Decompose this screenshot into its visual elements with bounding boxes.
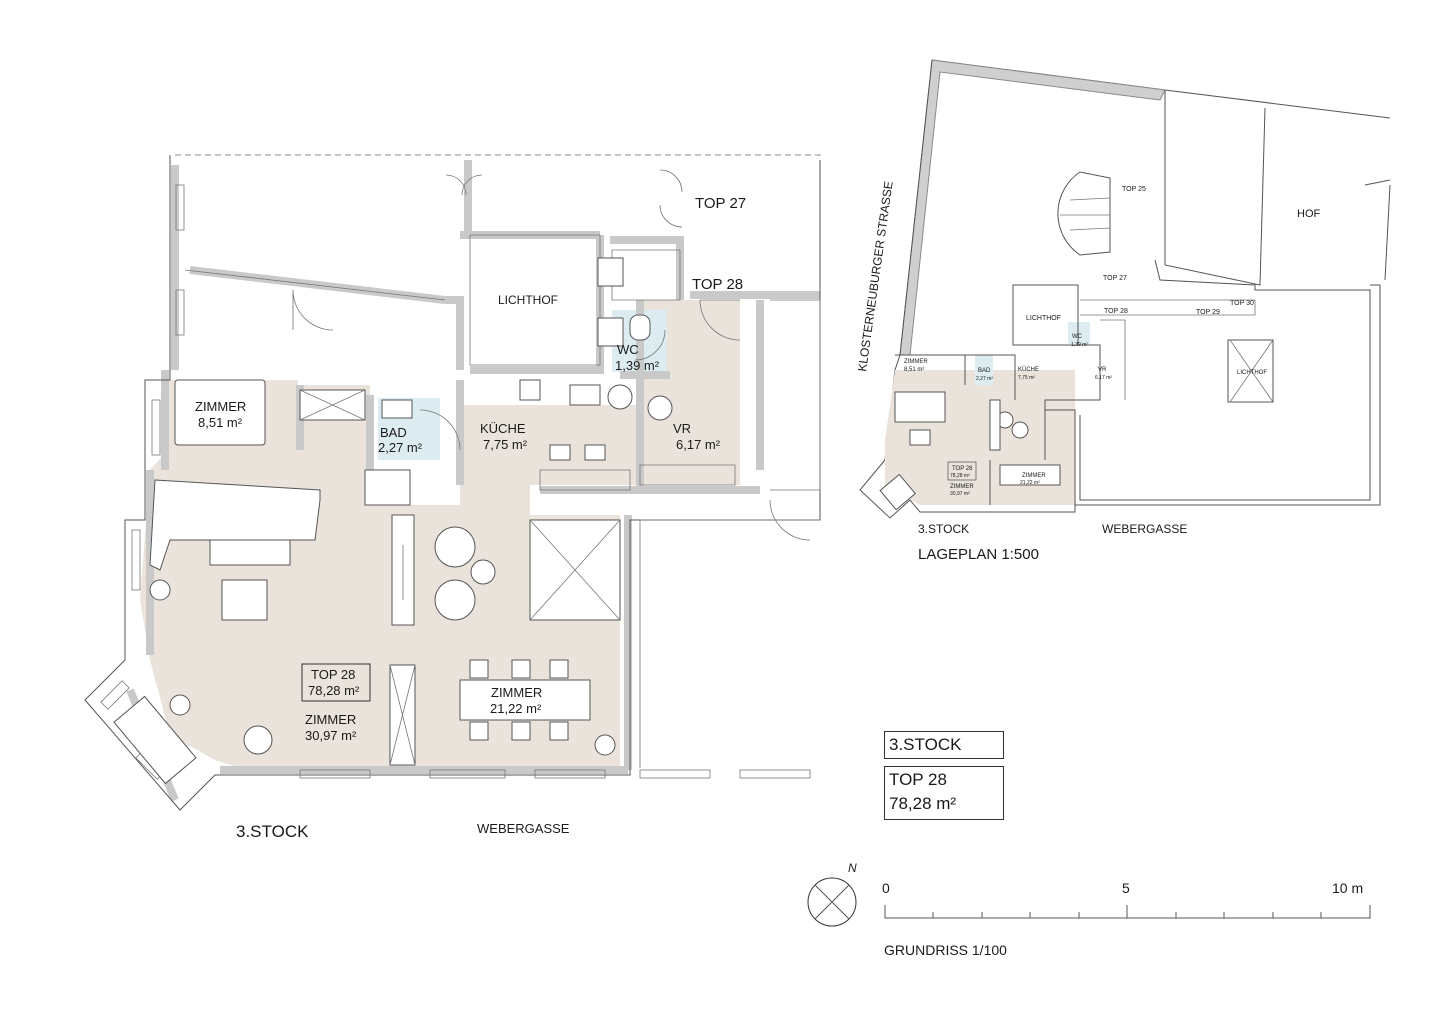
room-zimmer-small-name: ZIMMER: [195, 399, 246, 414]
room-vr-area: 6,17 m²: [676, 437, 721, 452]
legend-unit-box: TOP 28 78,28 m²: [884, 766, 1004, 820]
room-vr-name: VR: [673, 421, 691, 436]
room-zimmer-small-area: 8,51 m²: [198, 415, 243, 430]
room-zimmer-dining-name: ZIMMER: [491, 685, 542, 700]
unit-label: TOP 28: [692, 276, 743, 293]
unit-box-name: TOP 28: [311, 667, 355, 682]
site-scale-label: LAGEPLAN 1:500: [918, 546, 1039, 563]
scale-bar: N 0 5 10 m GRUNDRISS 1/100: [807, 861, 1371, 958]
legend-unit: TOP 28: [889, 770, 947, 789]
north-label: N: [848, 861, 857, 875]
north-arrow-icon: [807, 877, 857, 927]
site-room-living: ZIMMER: [950, 484, 974, 490]
windows: [100, 184, 811, 780]
site-unit-box-area: 78,28 m²: [950, 473, 970, 479]
room-kueche-area: 7,75 m²: [483, 437, 528, 452]
site-room-zimmer-small-area: 8,51 m²: [904, 367, 924, 373]
legend-floor: 3.STOCK: [889, 735, 962, 754]
neighbor-unit-label: TOP 27: [695, 195, 746, 212]
site-street-west: KLOSTERNEUBURGER STRASSE: [855, 180, 896, 372]
site-room-bad-area: 2,27 m²: [976, 376, 993, 382]
site-unit-box-name: TOP 28: [952, 466, 973, 472]
plan-floor-label: 3.STOCK: [236, 822, 309, 841]
room-wc-area: 1,39 m²: [615, 358, 660, 373]
site-courtyard: HOF: [1297, 208, 1321, 220]
scale-tick-5: 5: [1122, 880, 1130, 896]
site-unit-27: TOP 27: [1103, 275, 1127, 282]
plan-street-label: WEBERGASSE: [477, 821, 570, 836]
site-room-dining-area: 21,22 m²: [1020, 480, 1040, 486]
living-floor: [140, 385, 420, 768]
site-street-south: WEBERGASSE: [1102, 522, 1187, 536]
room-zimmer-living-name: ZIMMER: [305, 712, 356, 727]
site-room-zimmer-small: ZIMMER: [904, 359, 928, 365]
unit-box-area: 78,28 m²: [308, 683, 360, 698]
site-plan: KLOSTERNEUBURGER STRASSE HOF LICHTHOF LI…: [855, 59, 1391, 563]
site-lightwell-small: LICHTHOF: [1237, 370, 1267, 376]
site-floor-label: 3.STOCK: [918, 522, 969, 536]
site-room-bad: BAD: [978, 368, 991, 374]
site-room-wc-area: 1,39 m²: [1071, 342, 1088, 348]
site-unit-28: TOP 28: [1104, 308, 1128, 315]
site-room-vr-area: 6,17 m²: [1095, 375, 1112, 381]
furniture: [113, 257, 673, 785]
site-unit-25: TOP 25: [1122, 186, 1146, 193]
site-room-kueche-area: 7,75 m²: [1018, 375, 1035, 381]
scale-label: GRUNDRISS 1/100: [884, 942, 1007, 958]
site-room-vr: VR: [1098, 367, 1107, 373]
main-plan: TOP 27 TOP 28 LICHTHOF ZIMMER 8,51 m² BA…: [84, 154, 821, 841]
room-zimmer-living-area: 30,97 m²: [305, 728, 357, 743]
scale-tick-10: 10 m: [1332, 880, 1363, 896]
room-kueche-name: KÜCHE: [480, 421, 526, 436]
room-zimmer-dining-area: 21,22 m²: [490, 701, 542, 716]
site-lightwell: LICHTHOF: [1026, 315, 1061, 322]
site-room-dining: ZIMMER: [1022, 473, 1046, 479]
legend-floor-box: 3.STOCK: [884, 731, 1004, 759]
site-room-living-area: 30,97 m²: [950, 491, 970, 497]
lichthof-label: LICHTHOF: [498, 293, 558, 307]
room-wc-name: WC: [617, 342, 639, 357]
site-unit-29: TOP 29: [1196, 309, 1220, 316]
room-bad-name: BAD: [380, 425, 407, 440]
scale-tick-0: 0: [882, 880, 890, 896]
site-room-kueche: KÜCHE: [1018, 366, 1039, 373]
room-bad-area: 2,27 m²: [378, 440, 423, 455]
site-unit-30: TOP 30: [1230, 300, 1254, 307]
legend-area: 78,28 m²: [889, 794, 957, 813]
site-room-wc: WC: [1072, 334, 1083, 340]
